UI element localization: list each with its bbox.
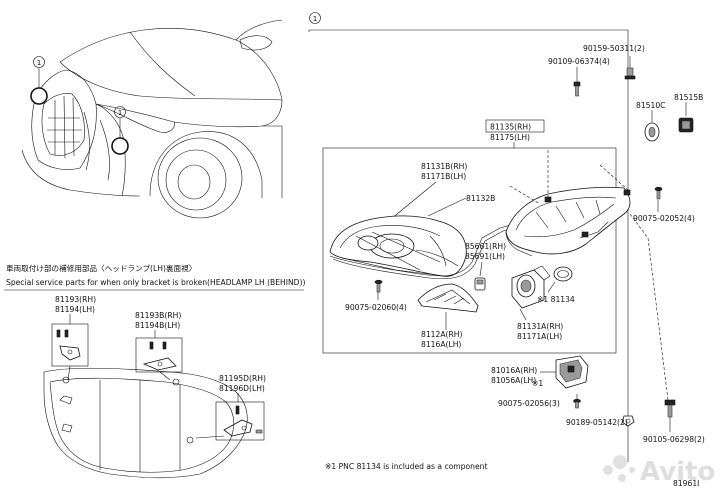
label-90159-50311: 90159-50311(2) (583, 44, 645, 53)
label-8116a: 8116A(LH) (421, 340, 461, 349)
projector-module (511, 265, 551, 309)
label-90075-02052: 90075-02052(4) (633, 214, 695, 223)
callout-circle-grille (30, 87, 48, 105)
screw-90075-02060 (374, 279, 383, 293)
nut-90189 (621, 415, 635, 427)
label-81134: ※1 81134 (537, 295, 575, 304)
callout-circle-headlamp (111, 137, 129, 155)
callout-number-grille: 1 (37, 58, 42, 67)
label-81510c: 81510C (636, 101, 665, 110)
label-90189-05142: 90189-05142(2) (566, 418, 628, 427)
label-81195d: 81195D(RH) (219, 374, 266, 383)
label-90075-02060: 90075-02060(4) (345, 303, 407, 312)
label-81515b: 81515B (674, 93, 703, 102)
ring-81134 (553, 266, 573, 282)
label-8112a: 8112A(RH) (421, 330, 462, 339)
footnote: ※1 PNC 81134 is included as a component (325, 462, 487, 471)
label-81171b: 81171B(LH) (421, 172, 466, 181)
label-90075-02056: 90075-02056(3) (498, 399, 560, 408)
screw-90075-02052 (654, 186, 663, 200)
label-note1: ※1 (532, 379, 543, 388)
label-81132b: 81132B (466, 194, 495, 203)
bolt-90105 (664, 399, 676, 418)
screw-90075-02056 (573, 398, 581, 409)
headlamp-unit-81131b (329, 215, 467, 277)
label-81196d: 81196D(LH) (219, 384, 265, 393)
special-service-parts: 車両取付け部の補修用部品〈ヘッドランプ(LH)裏面視〉 Special serv… (4, 263, 305, 479)
assembly-callout-number: 1 (313, 14, 318, 23)
bezel-8112a (417, 283, 479, 313)
bracket-81193b (142, 341, 177, 371)
figure-id: 81961I (673, 479, 699, 488)
label-85691: 85691(LH) (465, 252, 505, 261)
socket-81515b (678, 117, 694, 133)
bracket-81195d (223, 405, 263, 437)
label-81193: 81193(RH) (55, 295, 96, 304)
label-81135: 81135(RH) (490, 123, 531, 132)
label-85661: 85661(RH) (465, 242, 506, 251)
label-81194b: 81194B(LH) (135, 321, 180, 330)
special-note-jp: 車両取付け部の補修用部品〈ヘッドランプ(LH)裏面視〉 (6, 263, 196, 273)
module-81016a (555, 355, 589, 389)
label-90105-06298: 90105-06298(2) (643, 435, 705, 444)
label-81131a: 81131A(RH) (517, 322, 563, 331)
label-90109-06374: 90109-06374(4) (548, 57, 610, 66)
label-81194: 81194(LH) (55, 305, 95, 314)
label-81193b: 81193B(RH) (135, 311, 181, 320)
watermark-text: Avito (640, 457, 715, 487)
label-81056a: 81056A(LH) (491, 376, 536, 385)
car-front-illustration: 1 1 (21, 19, 283, 219)
bracket-81193 (56, 329, 81, 361)
callout-number-headlamp: 1 (118, 108, 123, 117)
bulb-81510c (644, 122, 660, 142)
housing-81131a (505, 186, 631, 257)
headlamp-back-view (43, 367, 248, 479)
label-81131b: 81131B(RH) (421, 162, 467, 171)
label-81171a: 81171A(LH) (517, 332, 562, 341)
label-81016a: 81016A(RH) (491, 366, 537, 375)
bolt-90109 (573, 81, 581, 97)
avito-watermark: Avito (603, 455, 715, 487)
headlamp-assembly-group: 1 90159-50311(2) 90109-06374(4) 81510C 8… (308, 12, 705, 462)
special-note-en: Special service parts for when only brac… (6, 278, 305, 287)
connector-85661 (474, 277, 486, 291)
label-81175: 81175(LH) (490, 133, 530, 142)
screw-90159 (624, 67, 636, 80)
